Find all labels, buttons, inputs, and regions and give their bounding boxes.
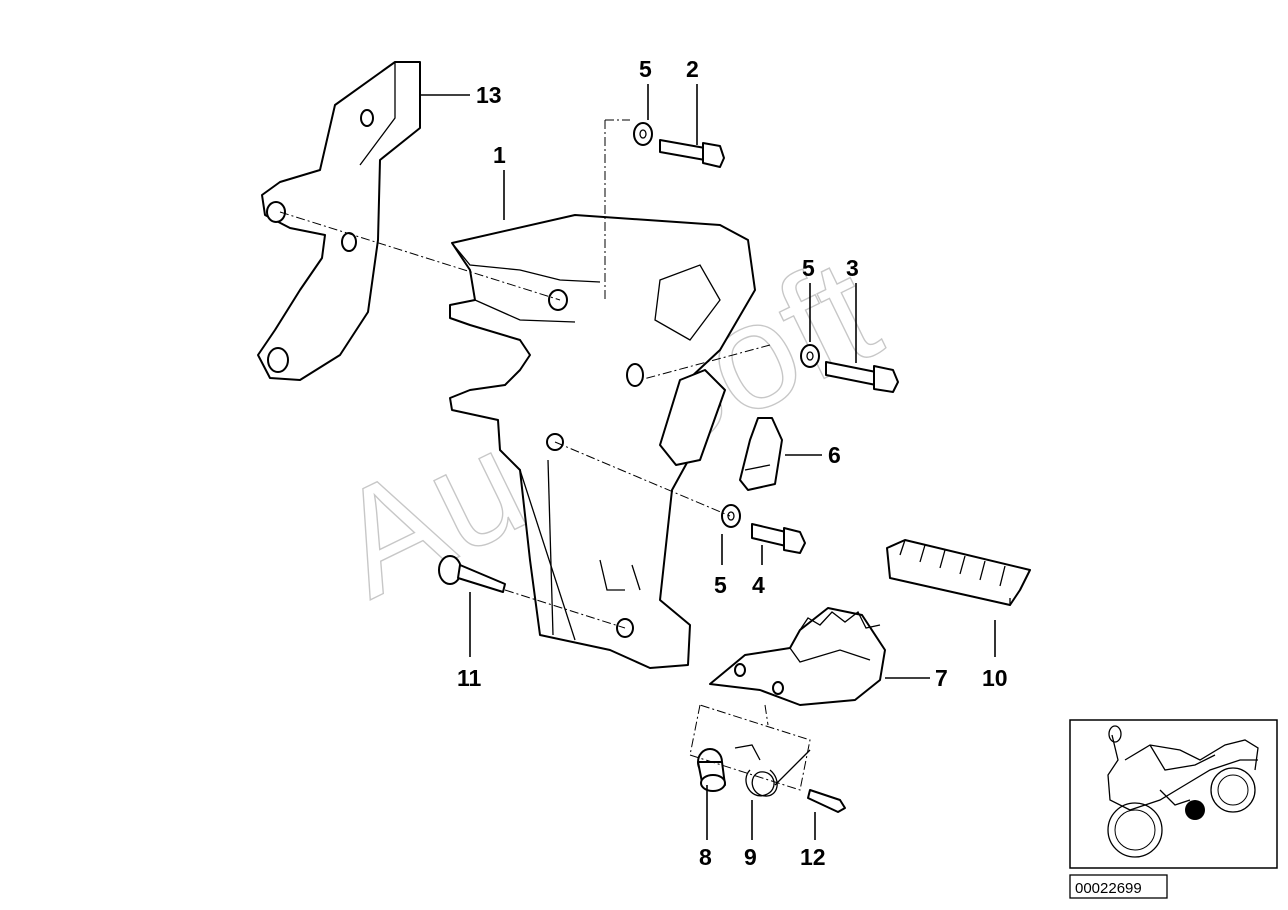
callout-labels: 1 2 3 4 5 5 5 6 7 8 9 10 11 12 13 — [457, 56, 1008, 870]
part-4-screw-middle[interactable] — [721, 504, 806, 554]
callout-12: 12 — [800, 844, 826, 870]
callout-3: 3 — [846, 255, 859, 281]
part-3-screw-right[interactable] — [800, 344, 899, 393]
part-13-bracket[interactable] — [257, 61, 421, 381]
callout-5b: 5 — [802, 255, 815, 281]
callout-7: 7 — [935, 665, 948, 691]
part-2-screw-top[interactable] — [633, 122, 725, 168]
callout-6: 6 — [828, 442, 841, 468]
part-12-cotter-pin[interactable] — [807, 789, 846, 813]
part-7-footpeg[interactable] — [709, 607, 886, 706]
part-1-footrest-bracket[interactable] — [449, 214, 756, 669]
document-number-box: 00022699 — [1069, 874, 1168, 899]
callout-4: 4 — [752, 572, 765, 598]
callout-8: 8 — [699, 844, 712, 870]
callout-1: 1 — [493, 142, 506, 168]
motorcycle-thumbnail-icon — [1107, 725, 1259, 858]
callout-13: 13 — [476, 82, 502, 108]
callout-9: 9 — [744, 844, 757, 870]
part-8-sleeve[interactable] — [697, 748, 726, 792]
callout-11: 11 — [457, 665, 482, 691]
leader-lines — [420, 84, 996, 840]
part-10-rubber-pad[interactable] — [886, 539, 1031, 606]
assembly-lines — [279, 119, 811, 791]
part-11-pin[interactable] — [438, 555, 506, 593]
callout-5a: 5 — [639, 56, 652, 82]
document-number: 00022699 — [1075, 880, 1142, 897]
location-inset — [1069, 719, 1278, 869]
callout-10: 10 — [982, 665, 1008, 691]
part-6-insert[interactable] — [739, 417, 783, 491]
callout-2: 2 — [686, 56, 699, 82]
callout-5c: 5 — [714, 572, 727, 598]
part-9-spring[interactable] — [734, 744, 811, 797]
